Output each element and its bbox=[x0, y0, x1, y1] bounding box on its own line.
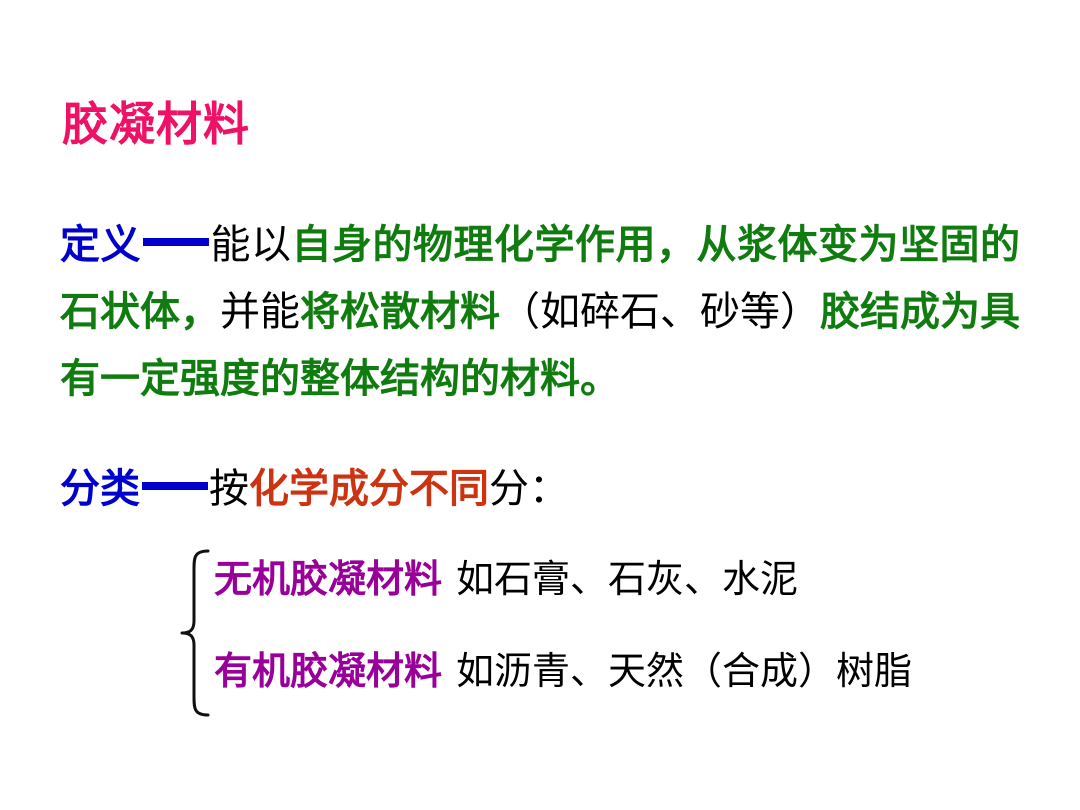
definition-run-1: 自身的物理化学作用，从浆体变为坚固的石状体， bbox=[60, 222, 1020, 335]
page-title: 胶凝材料 bbox=[62, 97, 250, 151]
definition-run-2: 并能 bbox=[220, 289, 300, 335]
classification-dash bbox=[142, 482, 208, 490]
definition-paragraph: 定义 能以自身的物理化学作用，从浆体变为坚固的石状体，并能将松散材料（如碎石、砂等… bbox=[60, 212, 1020, 413]
definition-run-3: 将松散材料 bbox=[300, 289, 500, 335]
category-examples-inorganic: 如石膏、石灰、水泥 bbox=[456, 557, 799, 601]
definition-dash bbox=[143, 238, 209, 246]
classification-heading: 分类 按化学成分不同分： bbox=[60, 458, 1020, 520]
category-group: 无机胶凝材料如石膏、石灰、水泥 有机胶凝材料如沥青、天然（合成）树脂 bbox=[176, 548, 1036, 718]
classification-prefix: 按 bbox=[209, 466, 249, 512]
category-name-inorganic: 无机胶凝材料 bbox=[214, 557, 443, 601]
category-examples-organic: 如沥青、天然（合成）树脂 bbox=[456, 649, 913, 693]
classification-criterion: 化学成分不同 bbox=[249, 466, 489, 512]
category-row: 有机胶凝材料如沥青、天然（合成）树脂 bbox=[214, 648, 912, 694]
classification-suffix: 分： bbox=[489, 466, 569, 512]
category-name-organic: 有机胶凝材料 bbox=[214, 649, 443, 693]
definition-label: 定义 bbox=[60, 222, 141, 268]
category-row: 无机胶凝材料如石膏、石灰、水泥 bbox=[214, 556, 798, 602]
definition-run-5: 胶结成为具有一定强度的整体结构的材料。 bbox=[60, 289, 1020, 402]
definition-run-4: （如碎石、砂等） bbox=[500, 289, 820, 335]
classification-label: 分类 bbox=[60, 466, 140, 512]
left-curly-brace-icon bbox=[180, 549, 210, 717]
definition-run-0: 能以 bbox=[210, 222, 292, 268]
